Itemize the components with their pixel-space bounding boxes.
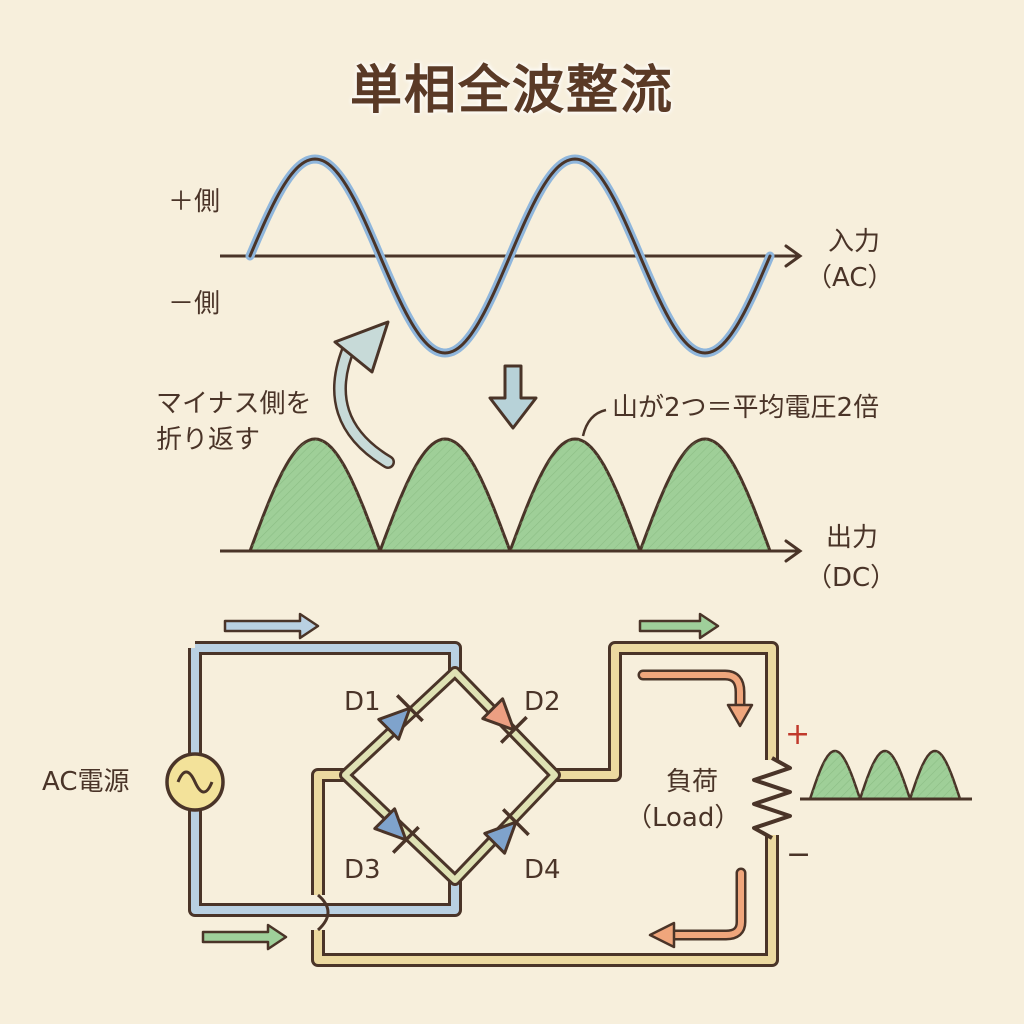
ac-sine-wave: [248, 157, 772, 355]
fold-arrow-head: [333, 320, 390, 374]
output-type-label: （DC）: [806, 563, 897, 593]
fold-arrow: [332, 320, 395, 469]
dc-wire: [314, 644, 776, 964]
diode-d3: [373, 807, 420, 854]
resistor-icon: [752, 756, 792, 840]
dc-hump-shading: [860, 751, 910, 799]
diode-d4-label: D4: [524, 855, 561, 885]
dc-hump-shading: [510, 439, 640, 551]
page-title: 単相全波整流: [349, 61, 674, 121]
down-arrow: [488, 364, 538, 430]
peaks-note-leader: [581, 408, 607, 437]
flow-arrow-blue-top: [223, 612, 320, 640]
ac-source-label: AC電源: [42, 767, 130, 797]
flow-arrow-orange-return: [648, 867, 747, 949]
wire-crossover: [316, 893, 330, 932]
flow-arrow-orange-down: [637, 669, 754, 728]
diode-d4: [483, 808, 530, 855]
load-sub-label: （Load）: [626, 803, 741, 833]
ac-waveform: [220, 154, 803, 358]
plus-side-label: ＋側: [168, 187, 221, 217]
diode-d2-label: D2: [524, 687, 561, 717]
peaks-note: 山が2つ＝平均電圧2倍: [612, 393, 880, 423]
diode-d2: [481, 697, 528, 744]
flow-arrow-green-bottom: [201, 923, 288, 951]
dc-hump-shading: [810, 751, 860, 799]
input-type-label: （AC）: [806, 263, 894, 293]
input-label: 入力: [828, 227, 881, 257]
plus-terminal-label: +: [785, 717, 811, 752]
flow-arrow-green-top: [638, 612, 720, 640]
dc-hump-shading: [910, 751, 960, 799]
fold-note-line1: マイナス側を: [156, 389, 312, 419]
diode-d3-label: D3: [344, 855, 381, 885]
dc-hump-shading: [380, 439, 510, 551]
ac-axis-arrowhead: [784, 244, 803, 268]
fold-note-line2: 折り返す: [156, 425, 261, 455]
bridge: [342, 669, 558, 883]
minus-side-label: －側: [168, 289, 221, 319]
dc-axis-arrowhead: [784, 539, 803, 563]
ac-source-icon: [165, 752, 225, 812]
diode-d1-label: D1: [344, 687, 381, 717]
dc-waveform: [220, 408, 803, 563]
diode-d1: [377, 694, 424, 741]
output-label: 出力: [826, 523, 879, 553]
mini-dc-output: [800, 749, 972, 801]
load-label: 負荷: [666, 767, 719, 797]
dc-hump-shading: [250, 439, 380, 551]
minus-terminal-label: −: [786, 837, 812, 872]
dc-hump-shading: [640, 439, 770, 551]
